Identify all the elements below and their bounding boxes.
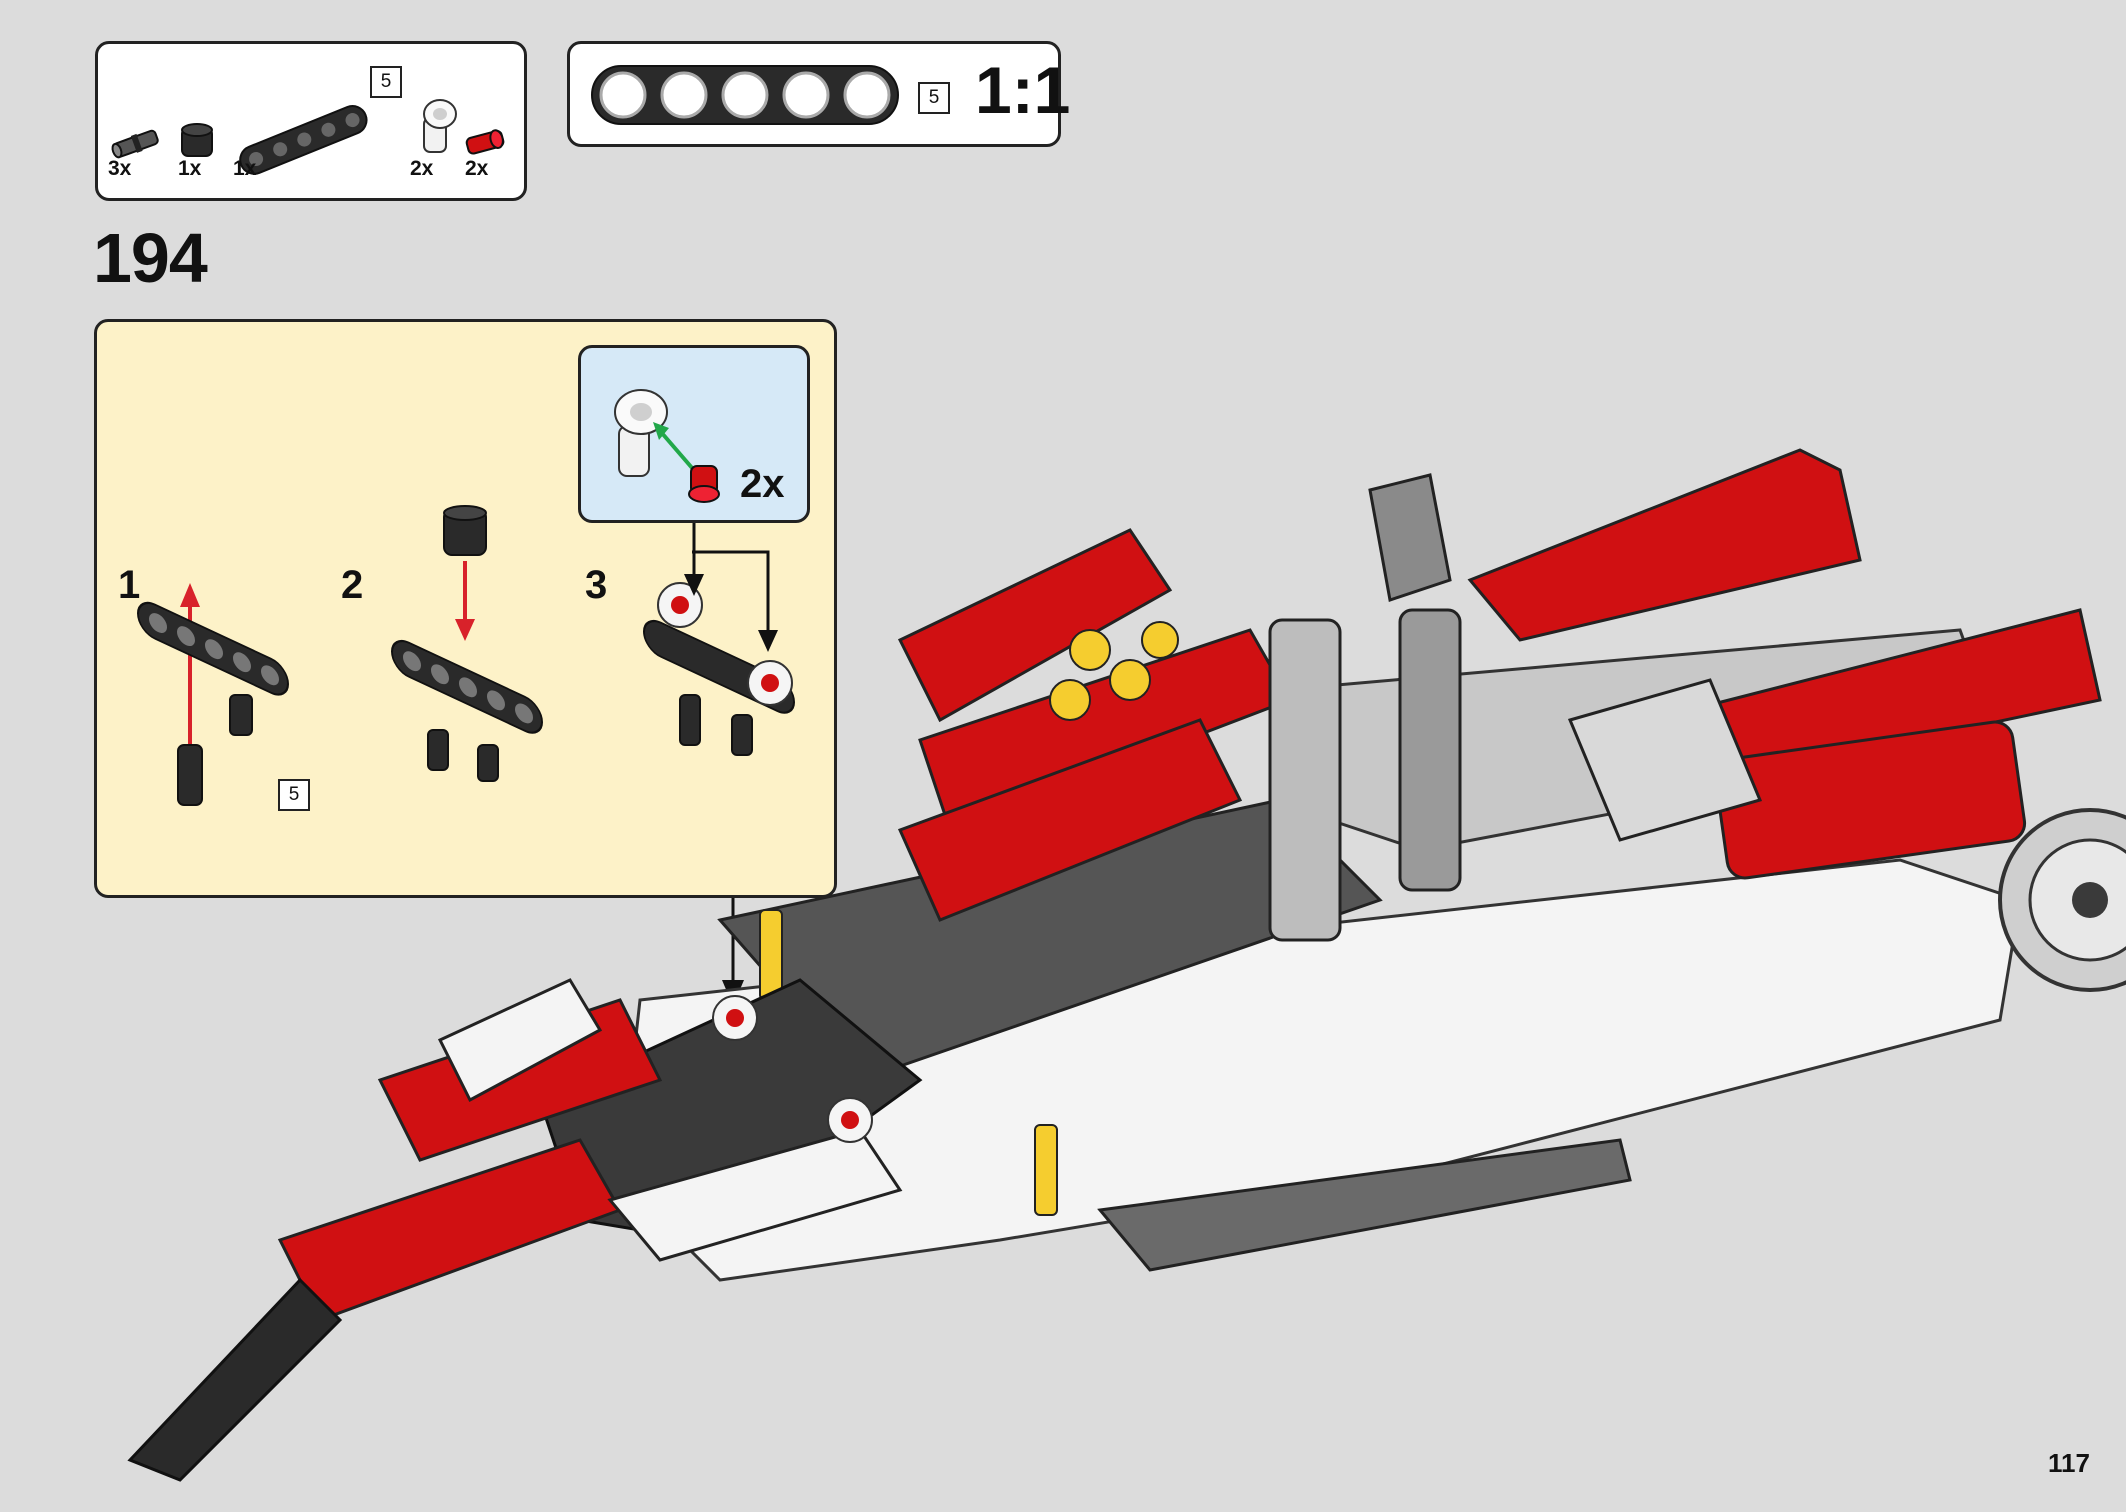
substep-2-label: 2 (341, 563, 364, 607)
red-axle-pin-icon (465, 129, 505, 155)
bush-qty: 1x (178, 157, 202, 180)
substep-1-label: 1 (118, 563, 141, 607)
page-number: 117 (2048, 1448, 2090, 1478)
callout-pointer-arrows (684, 523, 778, 652)
black-pin-icon (111, 129, 159, 159)
substep-3-illustration (643, 582, 795, 756)
connector-assembly-illustration (614, 389, 720, 503)
substep-3-label: 3 (585, 563, 608, 607)
white-connector-icon (423, 99, 457, 153)
step-number: 194 (93, 219, 208, 297)
beam-scale-icon (591, 65, 899, 125)
black-bush-icon (181, 123, 213, 157)
scale-reference-box: 5 (567, 41, 1061, 147)
connector-qty: 2x (410, 157, 434, 180)
scale-label: 1:1 (975, 53, 1071, 127)
axle-pin-qty: 2x (465, 157, 489, 180)
callout-box (578, 345, 810, 523)
substep-2-illustration (391, 505, 543, 782)
main-model-illustration (127, 448, 2126, 1482)
black-beam-icon (239, 105, 368, 175)
pin-qty: 3x (108, 157, 132, 180)
scale-length-tag: 5 (918, 82, 950, 114)
parts-list-box: 3x 1x 1x 5 2x 2x (95, 41, 527, 201)
beam-qty: 1x (233, 157, 257, 180)
substep-beam-length-tag: 5 (278, 779, 310, 811)
callout-multiplier: 2x (740, 462, 785, 506)
beam-length-tag: 5 (370, 66, 402, 98)
substep-1-illustration (137, 583, 289, 806)
